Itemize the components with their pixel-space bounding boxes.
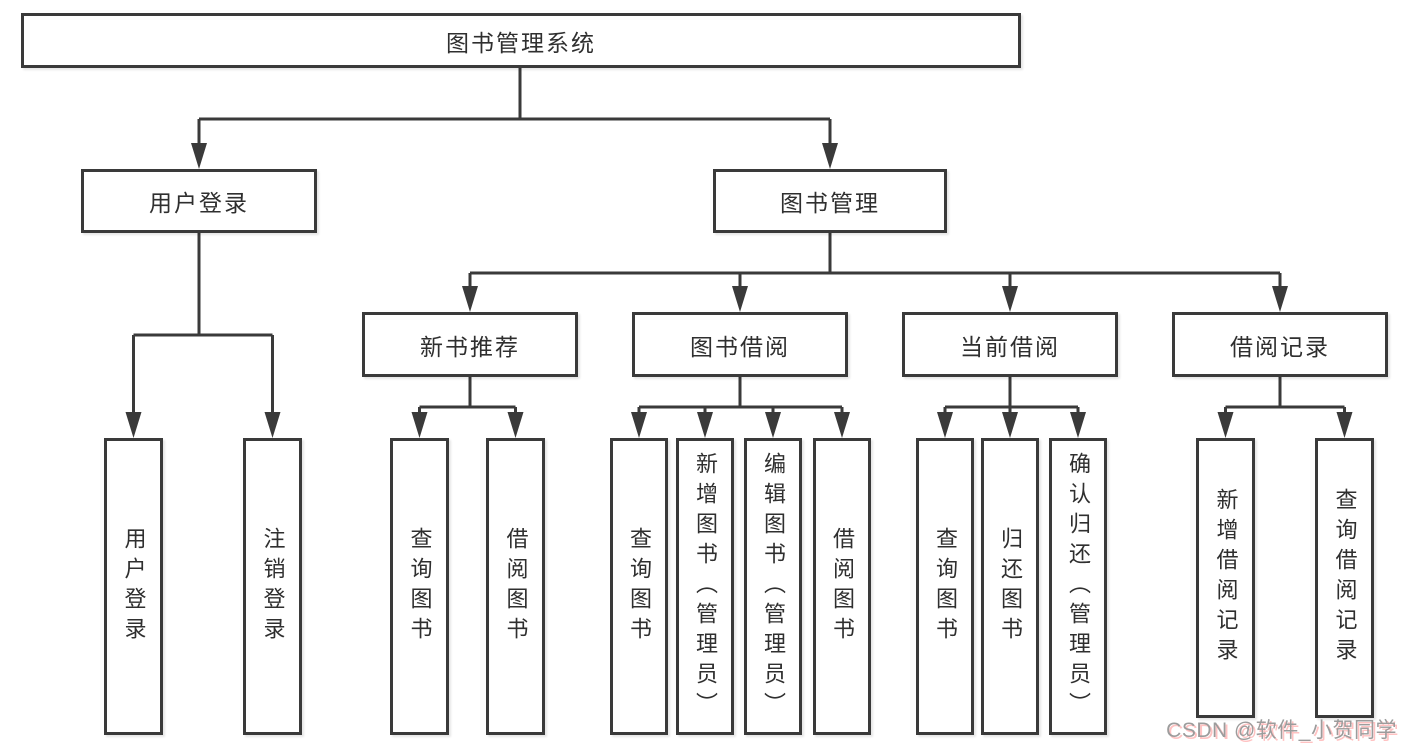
node-leaf-current-query-books: 查询图书 <box>916 438 974 735</box>
node-label: 新书推荐 <box>420 333 520 360</box>
node-leaf-current-confirm-return-admin: 确认归还（管理员） <box>1049 438 1107 735</box>
node-book-borrowing: 图书借阅 <box>632 312 848 377</box>
node-label: 用户登录 <box>149 190 249 216</box>
node-label: 借阅图书 <box>830 526 855 647</box>
node-leaf-logout-login: 注销登录 <box>243 438 302 735</box>
node-label: 查询图书 <box>407 526 433 647</box>
node-label: 图书借阅 <box>690 333 790 360</box>
arrowheads <box>125 143 1353 438</box>
node-leaf-current-return-books: 归还图书 <box>981 438 1039 735</box>
node-library-system: 图书管理系统 <box>21 13 1021 68</box>
node-label: 当前借阅 <box>960 333 1060 360</box>
node-label: 用户登录 <box>121 526 147 647</box>
node-leaf-borrow-edit-books-admin: 编辑图书（管理员） <box>744 438 802 735</box>
node-leaf-borrow-borrow-books: 借阅图书 <box>813 438 871 735</box>
node-leaf-records-add-record: 新增借阅记录 <box>1196 438 1255 718</box>
node-leaf-borrow-query-books: 查询图书 <box>610 438 668 735</box>
connector-lines-book-management <box>468 233 1282 288</box>
node-label: 注销登录 <box>260 526 286 647</box>
node-new-book-recommendation: 新书推荐 <box>362 312 578 377</box>
node-label: 借阅记录 <box>1230 333 1330 360</box>
node-current-borrowing: 当前借阅 <box>902 312 1118 377</box>
node-label: 确认归还（管理员） <box>1066 451 1091 722</box>
node-leaf-user-login: 用户登录 <box>104 438 163 735</box>
node-label: 查询图书 <box>933 526 958 647</box>
node-label: 图书管理系统 <box>446 29 596 56</box>
node-leaf-recommend-query-books: 查询图书 <box>390 438 449 735</box>
node-label: 借阅图书 <box>503 526 529 647</box>
csdn-watermark: CSDN @软件_小贺同学 <box>1166 719 1397 742</box>
node-label: 新增借阅记录 <box>1213 488 1239 668</box>
connector-lines-user-login <box>132 233 274 414</box>
node-user-login: 用户登录 <box>81 169 317 233</box>
node-label: 查询图书 <box>627 526 652 647</box>
node-label: 图书管理 <box>780 190 880 216</box>
connector-lines-root <box>197 68 832 145</box>
node-label: 新增图书（管理员） <box>693 451 718 722</box>
node-label: 查询借阅记录 <box>1332 488 1358 668</box>
node-label: 归还图书 <box>998 526 1023 647</box>
node-borrowing-records: 借阅记录 <box>1172 312 1388 377</box>
node-leaf-borrow-add-books-admin: 新增图书（管理员） <box>676 438 734 735</box>
node-leaf-records-query-record: 查询借阅记录 <box>1315 438 1374 718</box>
node-label: 编辑图书（管理员） <box>761 451 786 722</box>
connector-lines-level3 <box>418 377 1346 414</box>
node-leaf-recommend-borrow-books: 借阅图书 <box>486 438 545 735</box>
node-book-management: 图书管理 <box>713 169 947 233</box>
